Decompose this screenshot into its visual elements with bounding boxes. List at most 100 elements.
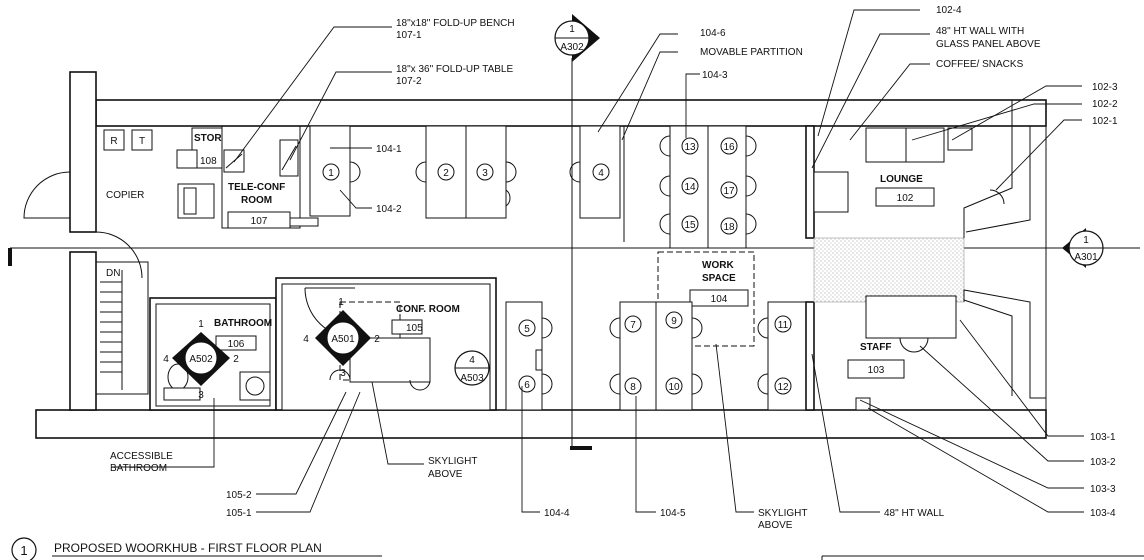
table-diag [281,145,297,171]
svg-text:14: 14 [684,182,696,193]
svg-text:1: 1 [569,24,575,35]
east-zone [805,99,1046,411]
svg-text:A503: A503 [460,373,484,384]
seat-2: 2 [437,163,455,181]
glass-wall-lower [805,301,815,411]
conference-zone [275,277,497,411]
callout-glass-2: GLASS PANEL ABOVE [936,39,1041,50]
svg-text:4: 4 [469,355,475,366]
callout-104-4: 104-4 [544,508,570,519]
svg-text:4: 4 [598,168,604,179]
chairs [349,135,769,395]
work-space-tag-box [689,289,749,307]
conf-chair-1 [329,369,351,381]
south-wall [35,409,1047,439]
callout-104-5: 104-5 [660,508,686,519]
callout-103-1: 103-1 [1090,432,1116,443]
sink-bowl [245,376,265,396]
seat-12: 12 [774,377,792,395]
seat-4: 4 [592,163,610,181]
callout-accessible-1: ACCESSIBLE [110,451,173,462]
detail-marker-a503: 4 A503 [454,350,490,386]
callout-104-1: 104-1 [376,144,402,155]
tele-conf-label-1: TELE-CONF [228,182,285,193]
staff-number: 103 [868,365,885,376]
callout-102-2: 102-2 [1092,99,1118,110]
lounge-sofa [865,127,945,163]
lounge-label: LOUNGE [880,174,923,185]
seat-11: 11 [774,315,792,333]
callout-bench-2: 107-1 [396,30,422,41]
seat-10: 10 [665,377,683,395]
svg-text:A302: A302 [560,42,584,53]
section-cut-end [8,248,12,266]
callout-accessible-2: BATHROOM [110,463,167,474]
seat-15: 15 [681,215,699,233]
lounge-tag [875,187,935,207]
vertical-section-end [570,446,592,450]
callout-105-2: 105-2 [226,490,252,501]
callout-104-2: 104-2 [376,204,402,215]
svg-text:8: 8 [630,382,636,393]
svg-text:18: 18 [723,222,735,233]
callout-partition: MOVABLE PARTITION [700,47,803,58]
callout-103-3: 103-3 [1090,484,1116,495]
callout-skylight-1a: SKYLIGHT [428,456,477,467]
callout-bench-1: 18"x18" FOLD-UP BENCH [396,18,515,29]
svg-text:1: 1 [1083,235,1089,246]
bathroom-zone [95,261,277,411]
seat-3: 3 [476,163,494,181]
callout-102-1: 102-1 [1092,116,1118,127]
staff-chair [899,337,929,353]
stair-treads [100,262,149,394]
staff-label: STAFF [860,342,891,353]
stor-label: STOR [194,133,222,144]
staff-bay-lower-inner [963,299,1013,396]
lounge-number: 102 [897,193,914,204]
svg-text:1: 1 [338,297,344,308]
seat-17: 17 [720,181,738,199]
west-wall-upper [69,71,97,233]
work-space-skylight [657,251,755,347]
callout-table-1: 18"x 36" FOLD-UP TABLE [396,64,513,75]
svg-text:A502: A502 [189,354,213,365]
svg-text:3: 3 [482,168,488,179]
lounge-bay-upper-inner [965,125,1046,233]
callout-102-4: 102-4 [936,5,962,16]
stor-fixture [176,149,198,169]
svg-text:1: 1 [328,168,334,179]
copier-detail [183,187,197,215]
work-label-2: SPACE [702,273,736,284]
svg-text:3: 3 [198,390,204,401]
staff-bay-lower [963,289,1046,399]
callouts: 18"x18" FOLD-UP BENCH 107-1 18"x 36" FOL… [110,5,1118,531]
west-wall-lower [69,251,97,411]
svg-text:4: 4 [303,334,309,345]
svg-text:15: 15 [684,220,696,231]
svg-text:2: 2 [374,334,380,345]
exterior-walls [35,71,1047,439]
dn-label: DN [106,268,120,279]
callout-102-3: 102-3 [1092,82,1118,93]
title-number: 1 [20,543,27,558]
r-label: R [110,136,117,147]
lounge-bay-upper [963,99,1013,238]
bathroom-label: BATHROOM [214,318,272,329]
partition-bar-1 [535,349,543,371]
work-space-number: 104 [711,294,728,305]
conf-chair-2 [409,379,431,391]
tele-conf-door [289,217,319,227]
tele-conf-number: 107 [251,216,268,227]
seat-16: 16 [720,137,738,155]
seat-8: 8 [624,377,642,395]
t-box [131,129,153,151]
seat-1: 1 [322,163,340,181]
seat-5: 5 [518,319,536,337]
svg-text:3: 3 [340,368,346,379]
r-box [103,129,125,151]
elevation-marker-a501: A501 1 2 3 4 [303,297,380,379]
svg-text:5: 5 [524,324,530,335]
svg-text:7: 7 [630,320,636,331]
elevation-marker-a502: A502 1 2 3 4 [163,319,239,401]
